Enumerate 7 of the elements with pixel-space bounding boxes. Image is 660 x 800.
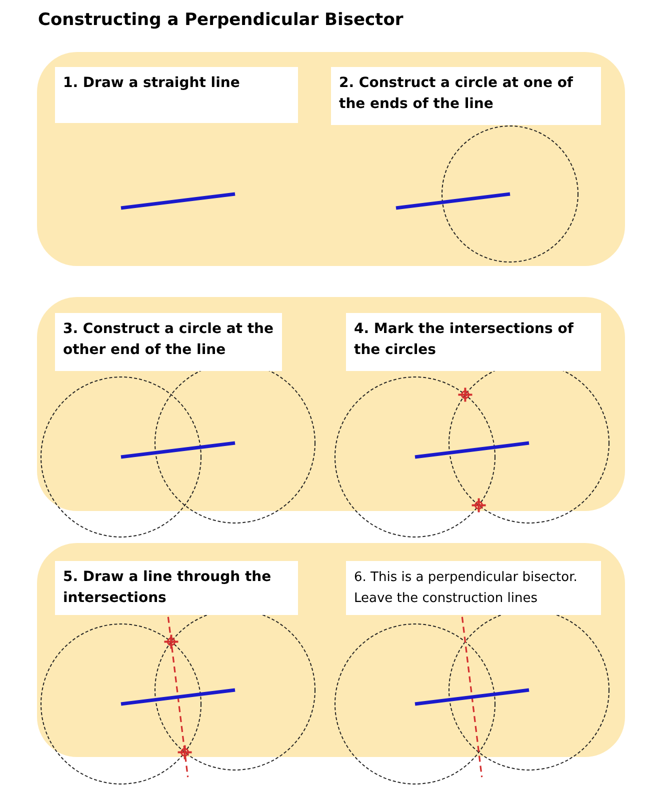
instruction-box: 2. Construct a circle at one of the ends of the line [331,67,601,125]
page-title: Constructing a Perpendicular Bisector [38,10,404,30]
instruction-box: 1. Draw a straight line [55,67,298,123]
instruction-box: 4. Mark the intersections of the circles [346,313,601,371]
instruction-box: 5. Draw a line through the intersections [55,561,298,615]
instruction-box: 6. This is a perpendicular bisector. Leave the construction lines [346,561,601,615]
instruction-box: 3. Construct a circle at the other end of the line [55,313,282,371]
